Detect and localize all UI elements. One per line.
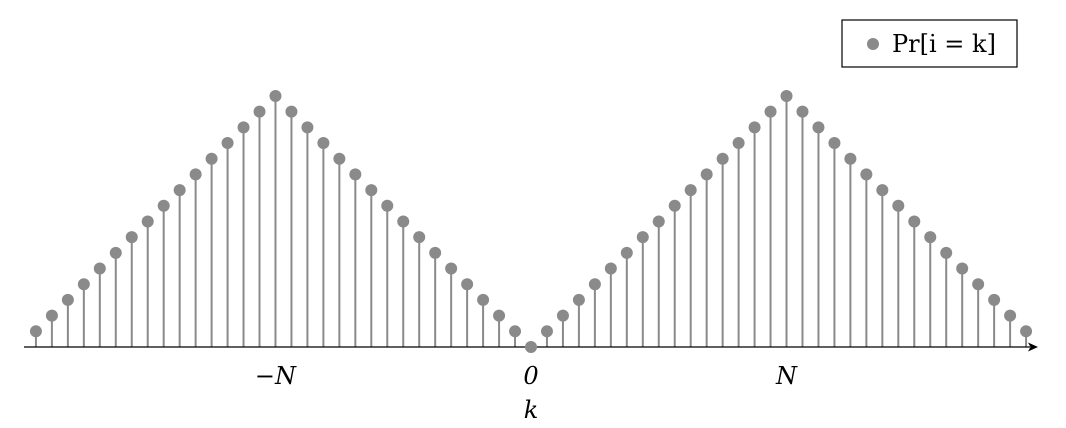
data-point [301,121,314,134]
data-point [285,105,298,118]
data-point [429,246,442,259]
data-point [940,246,953,259]
data-point [509,325,522,338]
data-point [764,105,777,118]
data-point [604,262,617,275]
data-point [1004,309,1017,322]
data-point [700,168,713,181]
data-point [812,121,825,134]
data-point [365,184,378,197]
data-point [716,152,729,165]
data-point [445,262,458,275]
data-point [668,199,681,212]
data-point [972,278,985,291]
data-point [860,168,873,181]
x-tick-label: N [775,362,798,390]
x-tick-label: −N [255,362,297,390]
x-tick-labels: −N 0 N [255,362,798,390]
data-point [732,137,745,150]
data-point [349,168,362,181]
data-point [796,105,809,118]
stems-group [34,95,1028,347]
legend-marker [867,38,879,50]
data-point [540,325,553,338]
x-axis-label: k [524,396,539,424]
data-point [924,231,937,244]
data-point [397,215,410,228]
data-point [109,246,122,259]
data-point [477,293,490,306]
x-tick-label: 0 [523,362,538,390]
data-point [588,278,601,291]
x-axis-arrowhead [1028,342,1038,352]
data-point [525,341,537,353]
data-point [1020,325,1033,338]
data-point [556,309,569,322]
legend-entry-label: Pr[i = k] [892,30,996,58]
data-point [93,262,106,275]
data-point [29,325,42,338]
data-point [636,231,649,244]
data-point [61,293,74,306]
data-point [748,121,761,134]
data-point [413,231,426,244]
data-point [652,215,665,228]
data-point [493,309,506,322]
data-point [684,184,697,197]
data-point [141,215,154,228]
data-point [572,293,585,306]
data-point [876,184,889,197]
data-point [221,137,234,150]
legend: Pr[i = k] [841,19,1018,68]
data-point [828,137,841,150]
data-point [157,199,170,212]
data-point [908,215,921,228]
data-point [237,121,250,134]
data-point [988,293,1001,306]
data-point [45,309,58,322]
data-point [461,278,474,291]
data-point [844,152,857,165]
data-point [381,199,394,212]
data-point [77,278,90,291]
data-point [205,152,218,165]
data-point [892,199,905,212]
data-point [125,231,138,244]
dots-group [29,89,1033,353]
data-point [253,105,266,118]
data-point [333,152,346,165]
data-point [620,246,633,259]
data-point [317,137,330,150]
data-point [173,184,186,197]
data-point [189,168,202,181]
data-point [780,89,793,102]
data-point [956,262,969,275]
data-point [269,89,282,102]
